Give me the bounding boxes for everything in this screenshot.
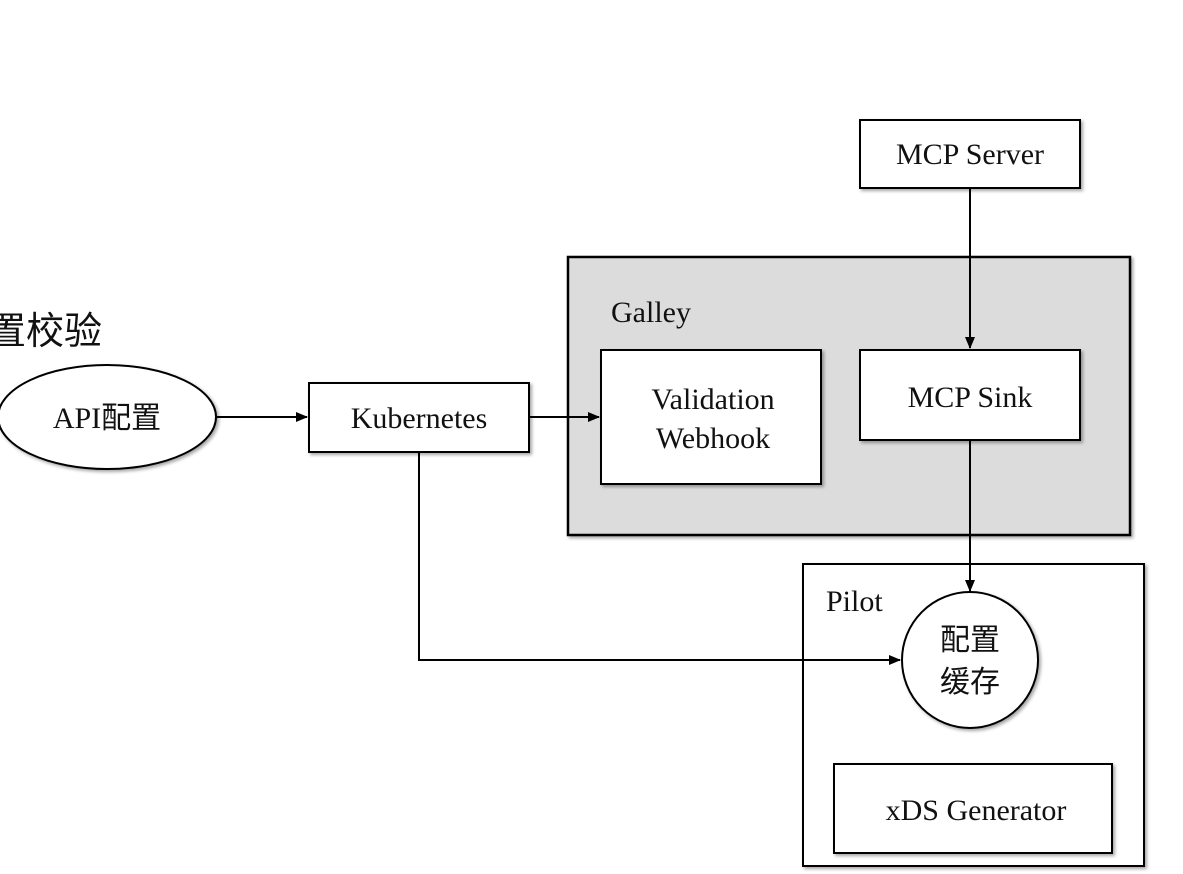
side-label: 置校验 xyxy=(0,309,103,353)
validation-webhook-label-line1: Validation xyxy=(651,383,774,416)
kubernetes-node xyxy=(308,382,530,453)
xds-generator-node xyxy=(833,763,1113,854)
kubernetes-label: Kubernetes xyxy=(351,402,488,435)
mcp-sink-label: MCP Sink xyxy=(908,381,1033,414)
api-config-node xyxy=(0,364,217,470)
validation-webhook-node xyxy=(600,349,822,485)
config-cache-label-line2: 缓存 xyxy=(940,666,1000,699)
config-cache-label-line1: 配置 xyxy=(940,624,1000,657)
galley-label: Galley xyxy=(611,296,691,329)
xds-generator-label: xDS Generator xyxy=(886,794,1067,827)
mcp-server-label: MCP Server xyxy=(896,138,1044,171)
mcp-sink-node xyxy=(859,349,1081,441)
pilot-label: Pilot xyxy=(826,585,883,618)
validation-webhook-label-line2: Webhook xyxy=(656,422,770,455)
api-config-label: API配置 xyxy=(53,402,161,435)
config-cache-node xyxy=(901,591,1039,729)
arrow-kubernetes-to-cache xyxy=(418,452,901,665)
